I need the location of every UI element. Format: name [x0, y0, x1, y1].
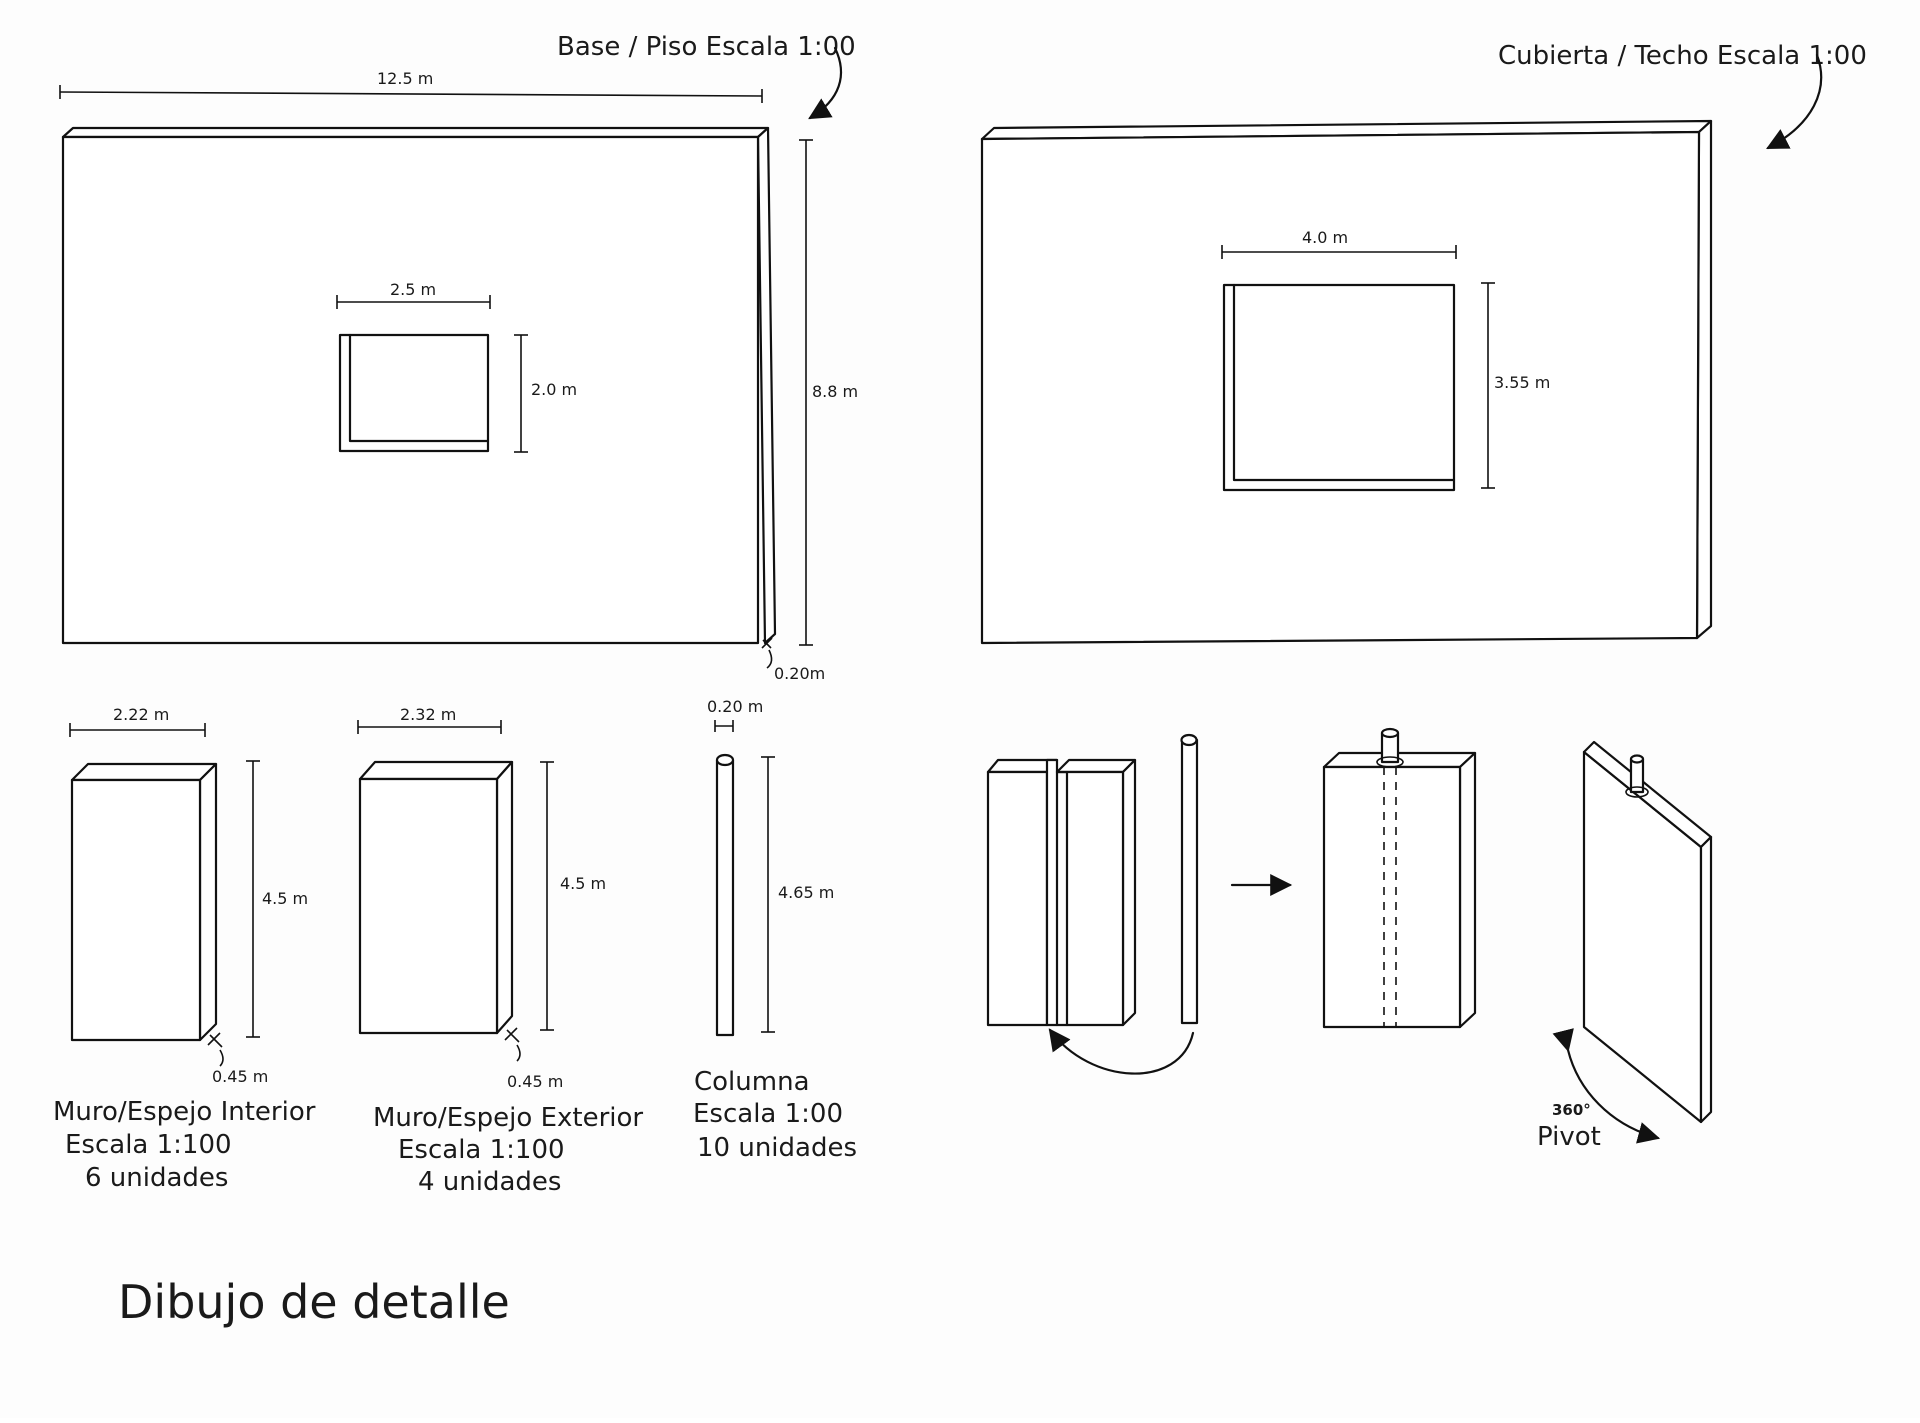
base-height-label: 8.8 m	[812, 382, 858, 401]
interior-wall-name: Muro/Espejo Interior	[53, 1097, 316, 1127]
pivot-angle-label: 360°	[1552, 1101, 1591, 1119]
column-scale: Escala 1:00	[693, 1099, 843, 1129]
interior-wall-side	[198, 762, 218, 1042]
base-width-label: 12.5 m	[377, 69, 433, 88]
exterior-wall-name: Muro/Espejo Exterior	[373, 1103, 643, 1133]
interior-wall-top	[70, 762, 218, 782]
exterior-wall-side	[495, 760, 514, 1035]
column-top	[715, 753, 735, 767]
roof-opening	[1222, 283, 1456, 492]
base-thickness-label: 0.20m	[774, 664, 825, 683]
exterior-wall-thickness-label: 0.45 m	[507, 1072, 563, 1091]
pivoting-wall-panel	[1582, 740, 1713, 1124]
roof-opening-depth	[1232, 283, 1456, 482]
roof-opening-height-label: 3.55 m	[1494, 373, 1550, 392]
grooved-wall-block	[986, 758, 1137, 1027]
exterior-wall-top	[358, 760, 514, 781]
interior-wall-scale: Escala 1:100	[65, 1130, 232, 1160]
roof-slab	[980, 119, 1713, 645]
interior-wall-width-label: 2.22 m	[113, 705, 169, 724]
base-opening-depth	[348, 333, 490, 443]
column-dimensions: 0.20 m 4.65 m	[707, 697, 834, 1033]
exterior-wall-height-label: 4.5 m	[560, 874, 606, 893]
roof-opening-width-label: 4.0 m	[1302, 228, 1348, 247]
column-units: 10 unidades	[697, 1133, 857, 1163]
roof-title: Cubierta / Techo Escala 1:00	[1498, 41, 1867, 71]
column-diameter-label: 0.20 m	[707, 697, 763, 716]
column-name: Columna	[694, 1067, 810, 1097]
base-top-edge	[61, 126, 770, 139]
base-title: Base / Piso Escala 1:00	[557, 32, 856, 62]
exterior-wall-scale: Escala 1:100	[398, 1135, 565, 1165]
exterior-wall-dimensions: 2.32 m 4.5 m 0.45 m	[357, 705, 606, 1091]
roof-dimensions: 4.0 m 3.55 m	[1221, 228, 1550, 489]
exterior-wall-width-label: 2.32 m	[400, 705, 456, 724]
base-opening-height-label: 2.0 m	[531, 380, 577, 399]
exterior-wall-front	[358, 777, 499, 1035]
column	[715, 753, 735, 1037]
base-title-arrow	[808, 46, 843, 120]
column-height-label: 4.65 m	[778, 883, 834, 902]
insert-column-arrow	[1048, 1028, 1195, 1075]
interior-wall-units: 6 unidades	[85, 1163, 228, 1193]
base-opening	[338, 333, 490, 453]
exterior-wall	[358, 760, 514, 1035]
interior-wall	[70, 762, 218, 1042]
loose-column	[1180, 733, 1199, 1025]
assembled-wall-block	[1322, 727, 1477, 1029]
base-dimensions: 12.5 m 8.8 m 2.5 m 2.0 m 0.20m	[59, 69, 858, 683]
pivot-rotation-arrow	[1552, 1028, 1661, 1144]
drawing-title: Dibujo de detalle	[118, 1275, 510, 1329]
base-floor-slab	[61, 126, 777, 645]
base-opening-width-label: 2.5 m	[390, 280, 436, 299]
pivot-label: Pivot	[1537, 1122, 1601, 1152]
interior-wall-front	[70, 778, 202, 1042]
roof-title-arrow	[1766, 53, 1823, 150]
interior-wall-dimensions: 2.22 m 4.5 m 0.45 m	[69, 705, 308, 1086]
exterior-wall-units: 4 unidades	[418, 1167, 561, 1197]
interior-wall-thickness-label: 0.45 m	[212, 1067, 268, 1086]
interior-wall-height-label: 4.5 m	[262, 889, 308, 908]
column-body	[715, 758, 735, 1037]
base-side-edge	[756, 126, 777, 645]
